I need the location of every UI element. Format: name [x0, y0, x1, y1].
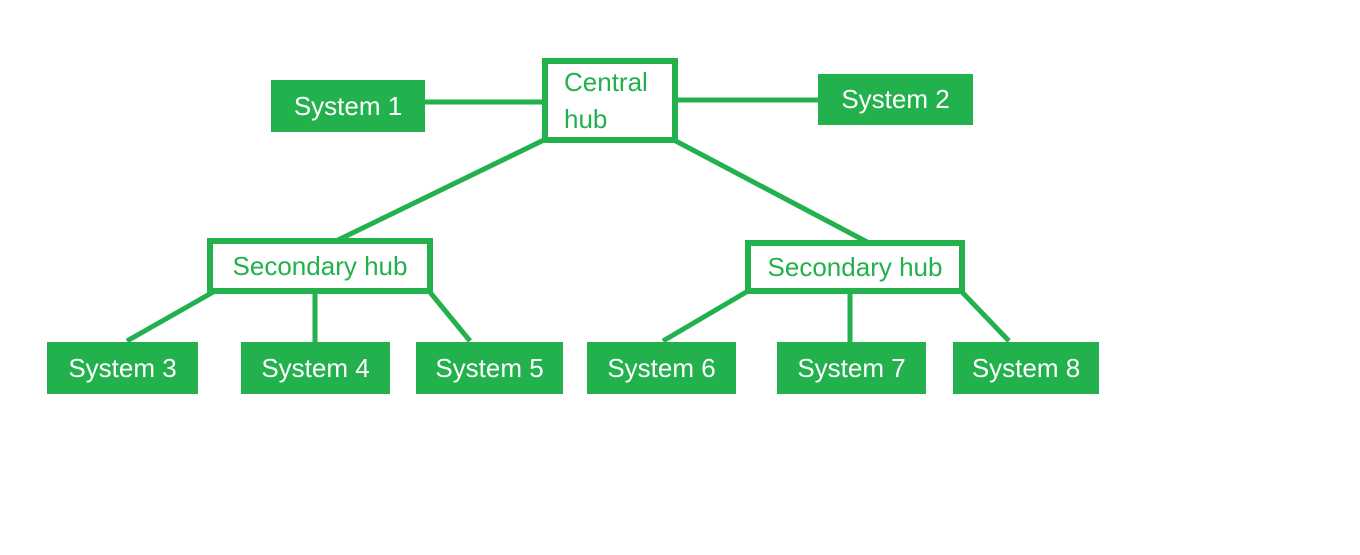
node-system-1: System 1	[271, 80, 425, 132]
node-system-2: System 2	[818, 74, 973, 125]
edge-secondary-left-system5	[427, 289, 472, 343]
edge-secondary-right-system6	[661, 288, 750, 344]
edge-central-hub-secondary-left	[334, 135, 550, 244]
node-system-6: System 6	[587, 342, 736, 394]
edge-secondary-left-system3	[125, 288, 217, 344]
edge-central-hub-secondary-right	[670, 136, 871, 246]
node-system-8: System 8	[953, 342, 1099, 394]
node-secondary-hub-right: Secondary hub	[745, 240, 965, 294]
node-system-5: System 5	[416, 342, 563, 394]
node-secondary-hub-left: Secondary hub	[207, 238, 433, 294]
node-system-4: System 4	[241, 342, 390, 394]
node-central-hub: Central hub	[542, 58, 678, 143]
node-system-3: System 3	[47, 342, 198, 394]
node-system-7: System 7	[777, 342, 926, 394]
edge-secondary-right-system8	[959, 289, 1011, 343]
